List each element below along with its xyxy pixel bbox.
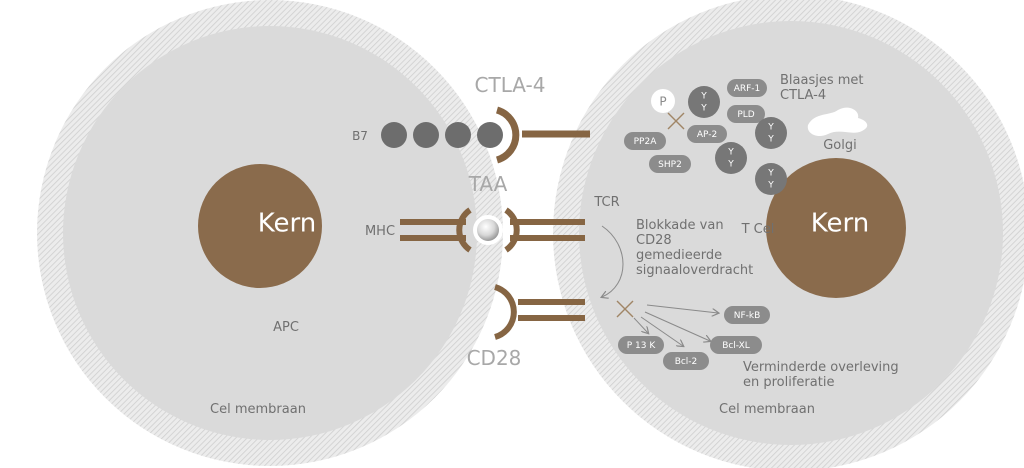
apc-cell-label: APC	[273, 320, 299, 335]
apc-membrane-label: Cel membraan	[210, 402, 306, 417]
tcell-membrane-label: Cel membraan	[719, 402, 815, 417]
ctla4-vesicle: Y Y	[755, 163, 787, 195]
svg-text:Y: Y	[727, 148, 734, 158]
ctla4-vesicle: Y Y	[688, 86, 720, 118]
b7-ball	[381, 122, 407, 148]
svg-text:Y: Y	[700, 92, 707, 102]
ctla4-cup	[495, 106, 520, 164]
downstream-arrows	[633, 304, 718, 346]
survival-line: Verminderde overleving	[743, 360, 899, 375]
blockade-line: signaaloverdracht	[636, 263, 753, 278]
blockade-annotation: Blokkade van CD28 gemedieerde signaalove…	[602, 218, 753, 297]
pill-pi3k-label: P 13 K	[627, 341, 657, 351]
b7-ball	[413, 122, 439, 148]
tcell-nucleus	[766, 158, 906, 298]
svg-text:Y: Y	[767, 181, 774, 191]
ctla4-vesicle: Y Y	[755, 117, 787, 149]
mhc-label: MHC	[365, 224, 395, 239]
cd28-label: CD28	[467, 346, 522, 370]
upper-block-x	[667, 112, 685, 130]
pill-nfkb-label: NF-kB	[734, 311, 761, 321]
golgi-label: Golgi	[823, 138, 857, 153]
taa-label: TAA	[468, 172, 508, 196]
b7-ball	[445, 122, 471, 148]
mhc-tcr-complex	[400, 207, 585, 253]
tcr-label: TCR	[593, 195, 619, 210]
svg-text:Y: Y	[727, 160, 734, 170]
svg-text:Y: Y	[700, 104, 707, 114]
phosphate-circle	[651, 89, 675, 113]
blockade-line: CD28	[636, 233, 672, 248]
pill-pi3k	[618, 336, 664, 354]
pill-pld	[727, 105, 765, 123]
b7-label: B7	[352, 129, 368, 143]
apc-nucleus	[198, 164, 322, 288]
svg-text:Y: Y	[767, 123, 774, 133]
pill-bclxl	[710, 336, 762, 354]
survival-line: en proliferatie	[743, 375, 834, 390]
blockade-line: gemedieerde	[636, 248, 722, 263]
tcr-cup	[504, 207, 520, 253]
pill-bclxl-label: Bcl-XL	[722, 341, 750, 351]
pill-bcl2	[663, 352, 709, 370]
ctla4-receptor	[495, 106, 590, 164]
lower-pathway: NF-kB Bcl-XL P 13 K Bcl-2	[618, 306, 770, 370]
cd28-block-x	[616, 300, 634, 318]
cd28-receptor	[494, 284, 585, 340]
taa-antigen	[477, 219, 499, 241]
pill-arf1-label: ARF-1	[734, 84, 761, 94]
svg-text:Y: Y	[767, 135, 774, 145]
pill-ap2-label: AP-2	[697, 130, 717, 140]
pill-ap2	[687, 125, 727, 143]
b7-molecule	[381, 122, 503, 148]
blockade-line: Blokkade van	[636, 218, 724, 233]
mhc-cup	[456, 207, 472, 253]
pill-bcl2-label: Bcl-2	[675, 357, 698, 367]
ctla4-label: CTLA-4	[475, 73, 546, 97]
cd28-cup	[494, 284, 517, 340]
t-cell: Kern T Cel Cel membraan	[553, 0, 1024, 468]
blockade-arrow	[602, 225, 624, 297]
pill-arf1	[727, 79, 767, 97]
tcell-nucleus-label: Kern	[811, 209, 869, 239]
pill-pld-label: PLD	[737, 110, 754, 120]
upper-pathway: P ARF-1 PLD AP-2 PP2A SHP2 Y Y Y Y Y Y	[624, 79, 787, 195]
pill-shp2-label: SHP2	[658, 160, 682, 170]
pill-shp2	[649, 155, 691, 173]
apc-nucleus-label: Kern	[258, 209, 316, 239]
phosphate-label: P	[659, 95, 666, 109]
pill-nfkb	[724, 306, 770, 324]
b7-ball	[477, 122, 503, 148]
golgi-shape	[807, 107, 868, 136]
pill-pp2a-label: PP2A	[634, 137, 658, 147]
tcell-cell-label: T Cel	[741, 222, 775, 237]
vesicles-line: Blaasjes met	[780, 73, 864, 88]
vesicles-line: CTLA-4	[780, 88, 826, 103]
apc-cell: Kern APC Cel membraan	[37, 0, 503, 466]
pill-pp2a	[624, 132, 666, 150]
svg-text:Y: Y	[767, 169, 774, 179]
ctla4-vesicle: Y Y	[715, 142, 747, 174]
